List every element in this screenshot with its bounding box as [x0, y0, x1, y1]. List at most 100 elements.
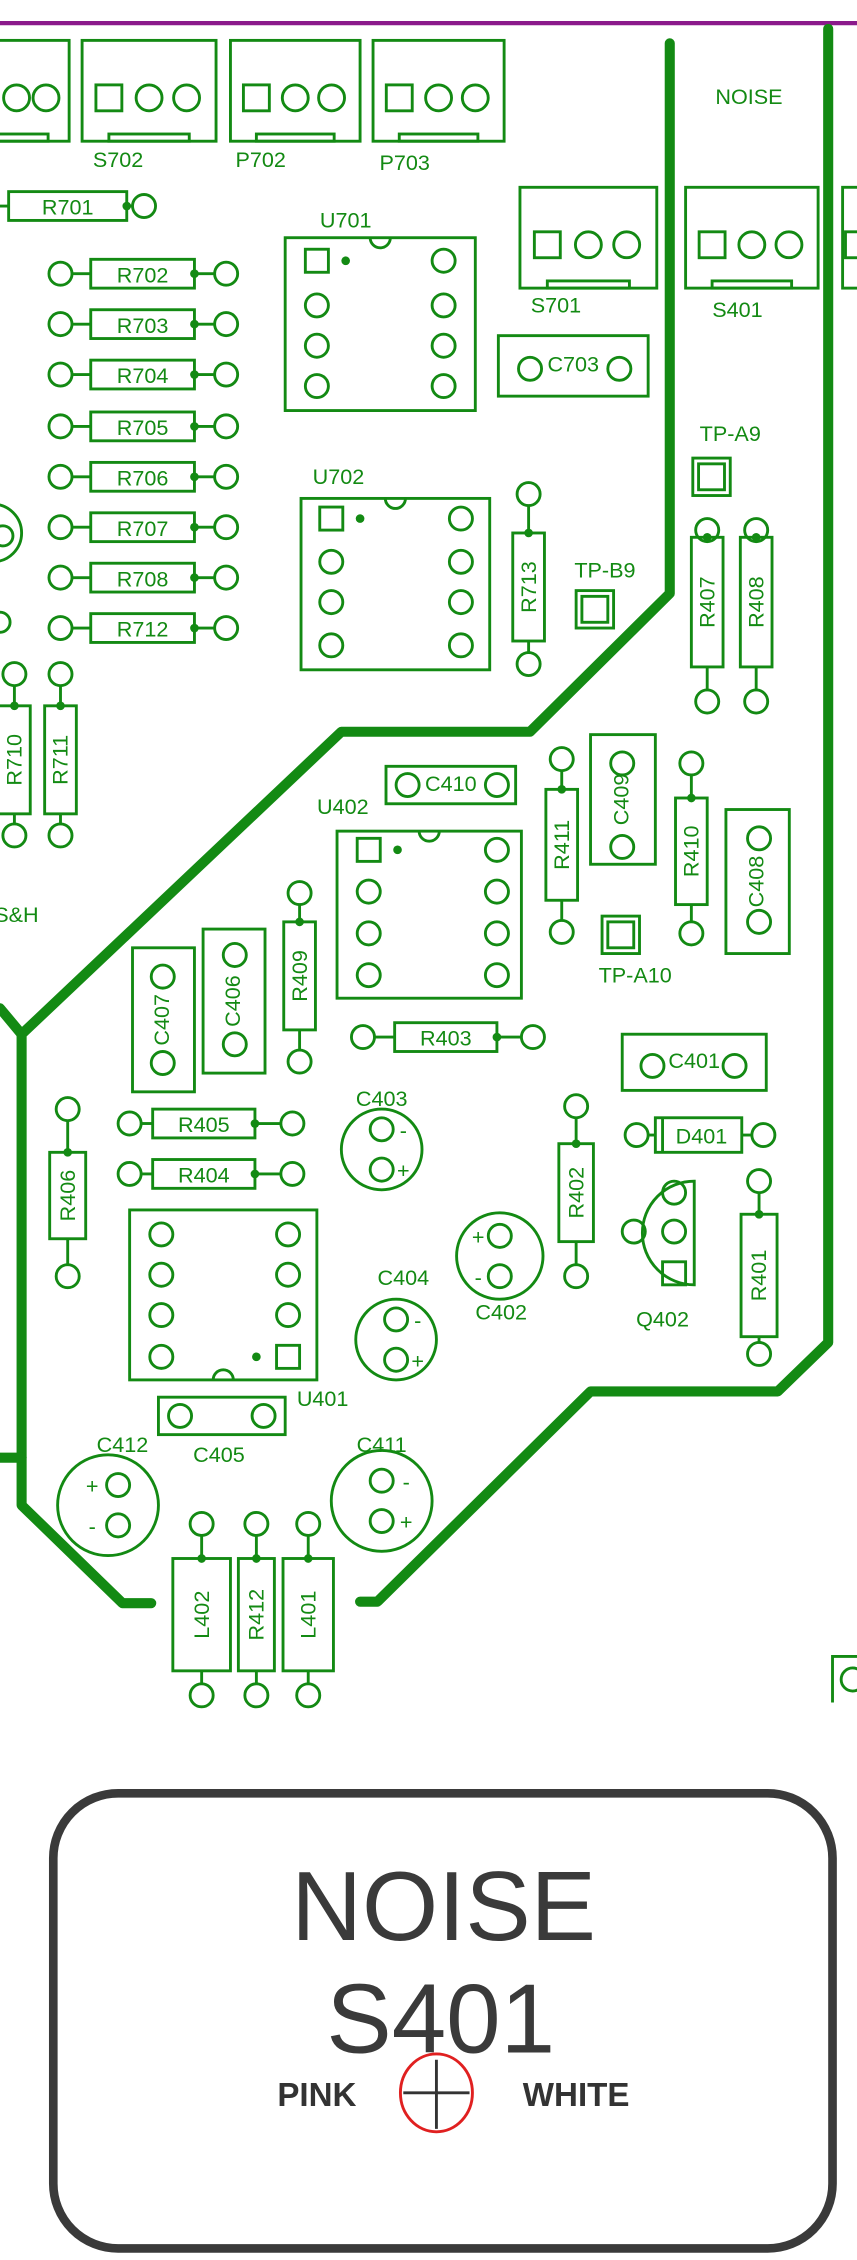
- resistor-r710: R710: [0, 661, 32, 849]
- square-pad: [697, 230, 727, 260]
- ic-u701: U701: [283, 208, 477, 412]
- partial-outline: [0, 503, 24, 563]
- pad: [430, 332, 457, 359]
- connector-tab: [545, 279, 631, 290]
- section-label-noise: NOISE: [715, 84, 782, 109]
- connector-outline: [841, 185, 857, 290]
- pad: [743, 688, 770, 715]
- test-point-label: TP-B9: [574, 558, 635, 583]
- pad: [483, 962, 510, 989]
- pad: [573, 230, 603, 260]
- resistor-label: R410: [679, 825, 704, 877]
- pad: [47, 564, 74, 591]
- capacitor-c403: -+C403: [339, 1086, 424, 1192]
- resistor-r711: R711: [43, 661, 78, 849]
- capacitor-outline: [384, 764, 518, 806]
- pad: [447, 505, 474, 532]
- capacitor-label: C410: [425, 771, 477, 796]
- capacitor-outline: [354, 1297, 438, 1382]
- polarity-mark: +: [86, 1474, 99, 1499]
- pin1-dot: [190, 319, 199, 329]
- pad: [243, 1510, 270, 1537]
- resistor-r405: R405: [116, 1107, 306, 1140]
- pin1-dot: [190, 422, 199, 431]
- pad: [746, 825, 773, 852]
- ic-u702: U702: [299, 464, 492, 672]
- capacitor-label: C407: [149, 994, 174, 1046]
- trace-stub-left: [0, 1003, 27, 1040]
- capacitor-outline: [724, 808, 791, 955]
- resistor-r407: R407: [689, 517, 725, 715]
- capacitor-label: C408: [743, 856, 768, 908]
- ic-outline: [335, 829, 523, 1000]
- pad: [148, 1343, 175, 1370]
- pad: [295, 1682, 322, 1709]
- connector-label: S401: [712, 297, 762, 322]
- pad: [213, 413, 240, 440]
- pin1-dot: [250, 1169, 260, 1179]
- ic-u402: U402: [317, 794, 523, 1000]
- pin1-dot: [303, 1554, 313, 1563]
- resistor-r706: R706: [47, 460, 240, 493]
- ic-notch: [383, 498, 407, 510]
- pad: [2, 83, 31, 113]
- trace-left: [16, 38, 675, 1609]
- square-pad: [241, 83, 271, 113]
- pad: [47, 413, 74, 440]
- square-pad: [94, 83, 124, 113]
- ic-label: U402: [317, 794, 369, 819]
- ic-notch: [368, 237, 392, 250]
- pad: [105, 1472, 132, 1499]
- capacitor-c411: -+C411: [329, 1432, 434, 1553]
- pin1-dot: [687, 793, 696, 803]
- pad: [519, 1024, 546, 1051]
- switch-panel-ref: S401: [326, 1964, 555, 2074]
- pad: [350, 1024, 376, 1051]
- pad: [447, 589, 474, 616]
- pad: [280, 83, 310, 113]
- pad: [0, 524, 15, 548]
- test-point-tp-a9: TP-A9: [691, 421, 761, 497]
- pad: [213, 311, 240, 338]
- pad: [563, 1263, 590, 1290]
- resistor-label: R409: [287, 950, 312, 1002]
- connector-tab: [710, 279, 794, 290]
- pad: [250, 1402, 277, 1429]
- pin1-dot: [492, 1032, 502, 1042]
- capacitor-outline: [339, 1107, 424, 1192]
- pad: [774, 230, 804, 260]
- capacitor-label: C411: [357, 1432, 407, 1457]
- pad: [606, 355, 633, 382]
- capacitor-c408: C408: [724, 808, 791, 955]
- polarity-mark: -: [414, 1308, 421, 1333]
- pad: [746, 1341, 773, 1367]
- ic-outline: [299, 496, 492, 672]
- square-pad: [355, 836, 382, 863]
- resistor-label: R411: [549, 820, 574, 870]
- pad: [303, 373, 330, 400]
- ic-label: U702: [313, 464, 365, 489]
- connector-tab: [254, 132, 336, 143]
- pad: [275, 1302, 302, 1329]
- connector-label: S702: [93, 147, 143, 172]
- pad: [609, 834, 636, 860]
- ic-outline: [128, 1208, 319, 1382]
- resistor-r404: R404: [116, 1158, 306, 1190]
- pin1-dot: [571, 1139, 581, 1149]
- pin1-dot: [754, 1209, 764, 1219]
- diode-d401: D401: [623, 1116, 777, 1154]
- capacitor-label: C405: [193, 1442, 245, 1467]
- pad: [148, 1221, 175, 1248]
- capacitor-c402: +-C402: [455, 1211, 545, 1324]
- pad: [105, 1512, 132, 1539]
- square-pad: [318, 505, 345, 532]
- pad: [661, 1179, 688, 1206]
- pad: [368, 1508, 395, 1535]
- pad: [694, 688, 721, 715]
- ic-outline: [283, 236, 477, 412]
- pin1-dot: [524, 528, 533, 538]
- capacitor-c410: C410: [384, 764, 518, 806]
- ground-traces: [0, 23, 834, 1609]
- resistor-label: R408: [743, 576, 768, 628]
- pin1-dot: [190, 472, 199, 482]
